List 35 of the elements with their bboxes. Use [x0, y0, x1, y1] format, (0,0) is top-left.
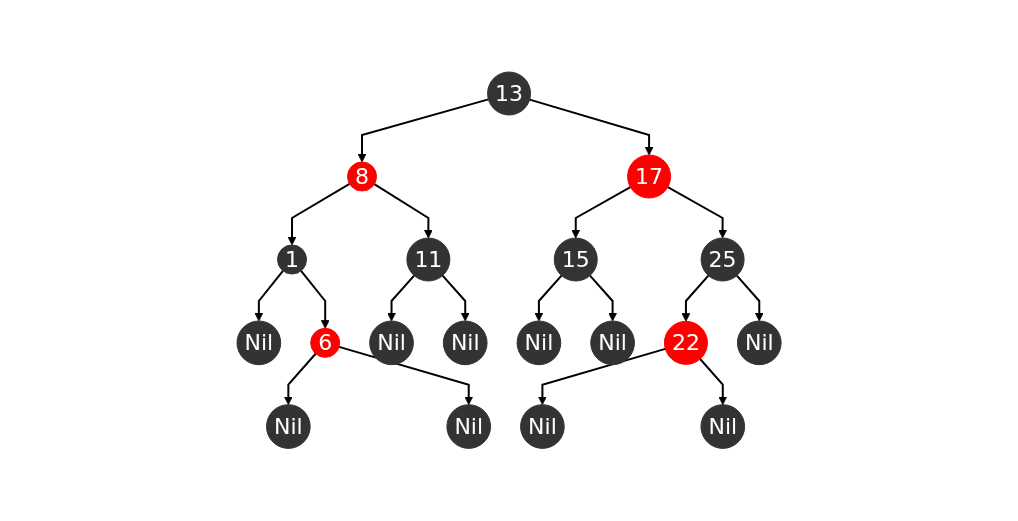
- node-circle: 17: [627, 154, 672, 199]
- node-circle: Nil: [520, 404, 565, 450]
- arrow: [534, 274, 563, 322]
- arrow: [528, 98, 654, 156]
- node-circle: Nil: [590, 320, 635, 366]
- arrow: [387, 274, 416, 322]
- node-circle: Nil: [516, 320, 562, 366]
- node-circle: 11: [406, 237, 451, 282]
- arrow: [571, 186, 632, 239]
- node-circle: Nil: [446, 404, 491, 450]
- node-circle: 15: [553, 237, 598, 282]
- node-circle: 1: [276, 244, 307, 275]
- node-circle: Nil: [700, 404, 746, 450]
- node-circle: 25: [700, 237, 745, 282]
- arrow: [666, 186, 727, 239]
- arrow: [588, 274, 617, 322]
- arrow: [283, 353, 317, 406]
- arrow: [287, 183, 351, 246]
- arrow: [537, 348, 667, 406]
- node-circle: 22: [663, 321, 708, 366]
- node-circle: Nil: [442, 320, 488, 366]
- node-circle: 13: [487, 71, 531, 116]
- node-circle: 6: [310, 328, 341, 359]
- arrow: [735, 274, 764, 322]
- arrow: [300, 270, 330, 330]
- node-circle: Nil: [369, 320, 414, 366]
- node-circle: Nil: [736, 320, 782, 366]
- node-circle: 8: [346, 161, 377, 192]
- node-circle: Nil: [236, 320, 282, 366]
- arrow: [373, 183, 433, 239]
- arrow: [699, 358, 728, 406]
- arrow: [357, 98, 490, 163]
- arrow: [254, 270, 284, 322]
- node-circle: Nil: [265, 404, 311, 450]
- arrow: [441, 274, 470, 322]
